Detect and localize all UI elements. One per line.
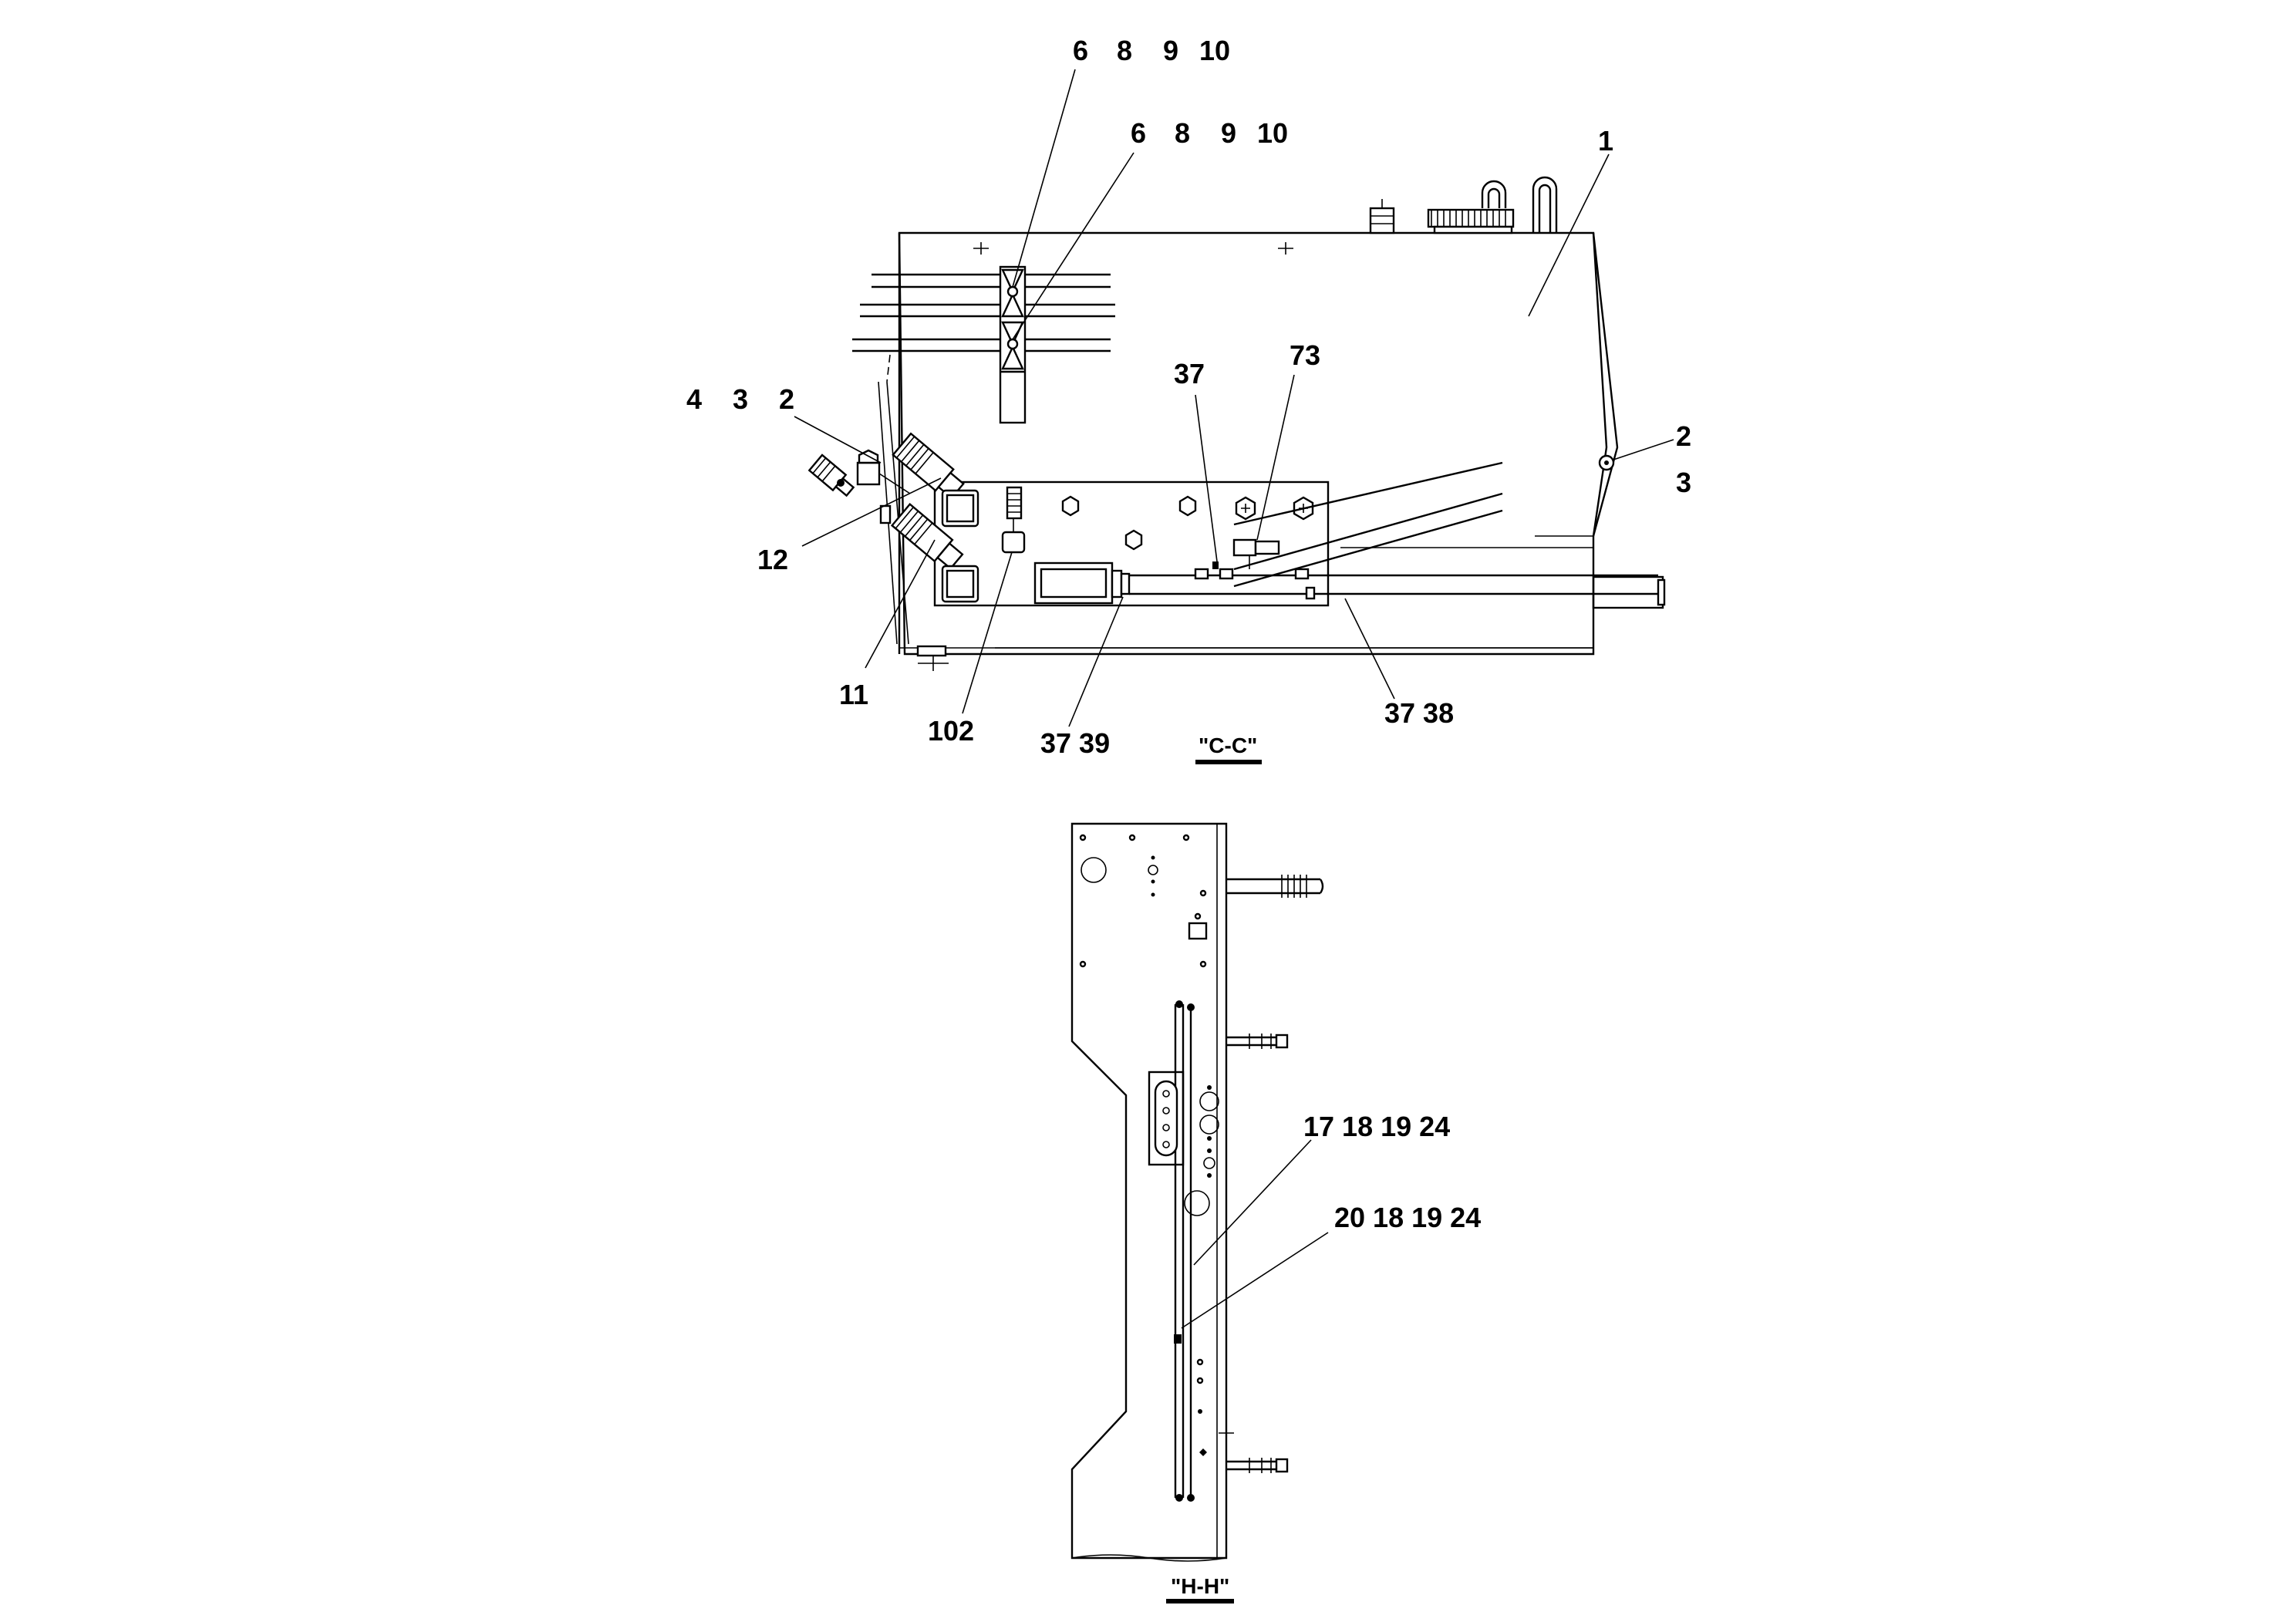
right-pipe-stub: [1592, 454, 1666, 609]
leader-lines-hh: [1181, 1139, 1329, 1329]
callout-left-refs-b: 3: [733, 383, 748, 415]
callout-102: 102: [928, 715, 974, 747]
view-title-cc: "C-C": [1199, 733, 1257, 757]
pipe-clamp: [999, 265, 1027, 424]
callout-top-refs-2-c: 9: [1221, 117, 1236, 149]
callout-11: 11: [839, 679, 868, 710]
vertical-pipes: [1174, 1000, 1195, 1502]
callout-top-refs-2-b: 8: [1175, 117, 1190, 149]
bottom-details: [916, 645, 949, 671]
callout-73: 73: [1290, 339, 1320, 371]
callout-37: 37: [1174, 358, 1205, 389]
callout-top-refs-1-c: 9: [1163, 35, 1178, 66]
view-title-hh: "H-H": [1171, 1574, 1229, 1598]
callouts-cc: 6 8 9 10 6 8 9 10 1 4 3 2 2 3 37 73 12 1…: [686, 35, 1691, 759]
callout-tank: 1: [1598, 125, 1613, 157]
top-fittings: [1369, 176, 1558, 234]
leader-lines-cc: [794, 69, 1674, 727]
diagonal-pipes: [1233, 461, 1503, 588]
callouts-hh: 17 18 19 24 20 18 19 24: [1303, 1111, 1481, 1233]
callout-right-refs-b: 3: [1676, 467, 1691, 498]
bolts: [1219, 1034, 1289, 1473]
callout-top-refs-1-d: 10: [1199, 35, 1230, 66]
callout-top-refs-2-d: 10: [1257, 117, 1288, 149]
callout-37-39: 37 39: [1040, 727, 1110, 759]
connector-block: [1148, 1071, 1185, 1166]
callout-17-18-19-24: 17 18 19 24: [1303, 1111, 1450, 1142]
tube-top: [1226, 875, 1324, 898]
callout-left-refs-c: 2: [779, 383, 794, 415]
filter-and-hose: [1033, 538, 1658, 605]
callout-12: 12: [757, 544, 788, 575]
view-hh: 17 18 19 24 20 18 19 24 "H-H": [1070, 822, 1481, 1603]
callout-top-refs-1-b: 8: [1117, 35, 1132, 66]
valve-cluster: [807, 432, 979, 603]
callout-20-18-19-24: 20 18 19 24: [1334, 1202, 1481, 1233]
panel-body: [1070, 822, 1228, 1562]
view-cc: 6 8 9 10 6 8 9 10 1 4 3 2 2 3 37 73 12 1…: [686, 35, 1691, 764]
manifold-plate: [933, 481, 1330, 607]
callout-top-refs-2-a: 6: [1131, 117, 1146, 149]
fitting-102: [1001, 486, 1026, 554]
callout-top-refs-1-a: 6: [1073, 35, 1088, 66]
pipe-bundle: [852, 273, 1115, 645]
panel-holes: [1079, 834, 1208, 968]
tank-body: [898, 231, 1619, 656]
callout-37-38: 37 38: [1384, 697, 1454, 729]
callout-right-refs-a: 2: [1676, 420, 1691, 452]
callout-left-refs-a: 4: [686, 383, 702, 415]
round-fittings: [1184, 1085, 1219, 1456]
